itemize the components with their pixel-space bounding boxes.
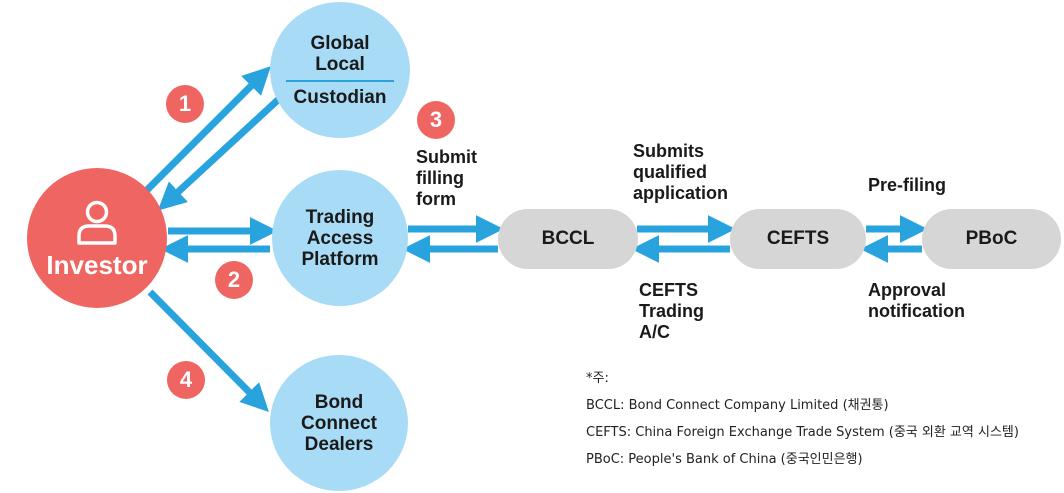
pboc-node: PBoC: [922, 209, 1061, 269]
step-3-number: 3: [429, 107, 443, 132]
arrow-investor-to-custodian: [144, 66, 271, 193]
investor-label: Investor: [46, 249, 148, 280]
tap-label: Trading Access Platform: [301, 206, 379, 270]
note-bccl: BCCL: Bond Connect Company Limited (채권통): [586, 398, 889, 413]
arrow-custodian-to-investor: [157, 95, 283, 211]
trading-access-platform-node: Trading Access Platform: [272, 170, 408, 306]
bccl-label: BCCL: [541, 228, 595, 249]
pboc-label: PBoC: [965, 228, 1018, 249]
note-pboc: PBoC: People's Bank of China (중국인민은행): [586, 452, 863, 467]
custodian-bottom-label: Custodian: [293, 86, 387, 108]
dealers-label: Bond Connect Dealers: [301, 391, 377, 455]
step-badge-3: 3: [417, 101, 455, 139]
bccl-node: BCCL: [498, 209, 638, 269]
notes-heading: *주:: [586, 371, 609, 386]
submits-application-label: Submits qualified application: [633, 141, 729, 203]
step-1-number: 1: [178, 91, 192, 116]
arrow-investor-to-dealers: [147, 289, 269, 412]
bond-connect-dealers-node: Bond Connect Dealers: [270, 355, 408, 491]
step-badge-1: 1: [166, 85, 204, 123]
approval-notification-label: Approval notification: [868, 280, 965, 321]
prefiling-label: Pre-filing: [868, 175, 947, 195]
step-badge-2: 2: [215, 261, 253, 299]
custodian-node: Global Local Custodian: [270, 2, 410, 138]
step-2-number: 2: [227, 267, 241, 292]
submit-form-label: Submit filling form: [416, 147, 477, 209]
cefts-node: CEFTS: [730, 209, 866, 269]
person-icon: [77, 200, 117, 245]
custodian-top-label: Global Local: [310, 32, 370, 75]
custodian-divider: [286, 79, 394, 82]
note-cefts: CEFTS: China Foreign Exchange Trade Syst…: [586, 425, 1019, 440]
footnotes: *주: BCCL: Bond Connect Company Limited (…: [586, 368, 1019, 476]
step-4-number: 4: [179, 367, 193, 392]
step-badge-4: 4: [167, 361, 205, 399]
cefts-label: CEFTS: [766, 228, 830, 249]
cefts-trading-account-label: CEFTS Trading A/C: [639, 280, 705, 342]
investor-node: Investor: [27, 168, 167, 308]
